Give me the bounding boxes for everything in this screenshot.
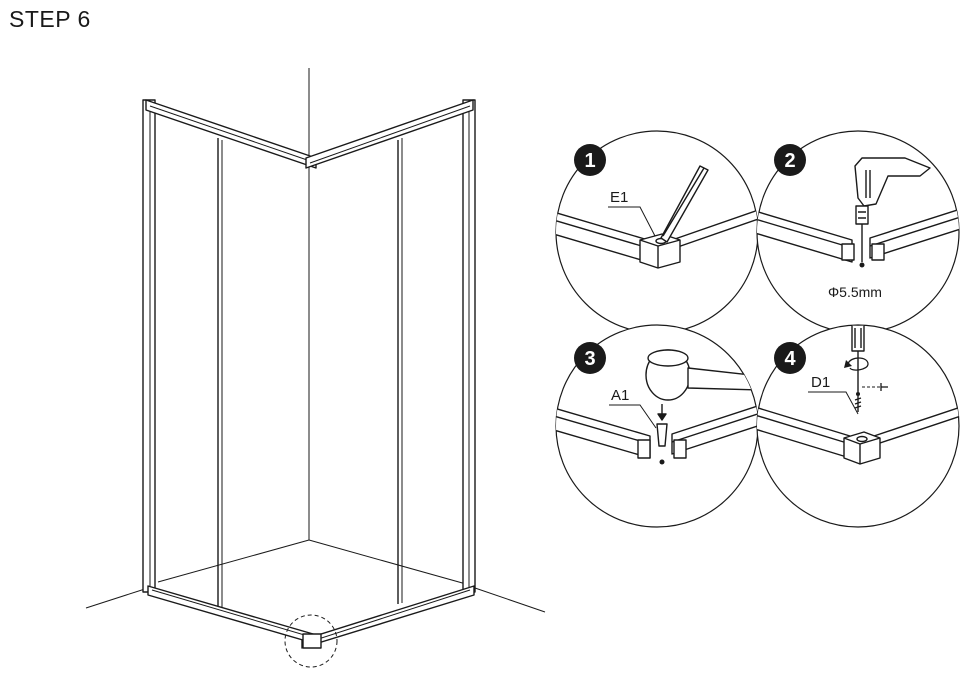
detail-2-label: Φ5.5mm: [828, 284, 882, 300]
detail-3-label: A1: [611, 387, 629, 404]
detail-4-label: D1: [811, 374, 830, 391]
detail-1: E1 1: [555, 130, 759, 334]
detail-2-number: 2: [784, 150, 795, 172]
step-title: STEP 6: [9, 6, 91, 32]
detail-3: A1 3: [555, 324, 759, 528]
shower-enclosure: [85, 68, 546, 668]
detail-4: D1 4: [756, 324, 960, 528]
detail-4-number: 4: [784, 348, 796, 370]
detail-1-number: 1: [584, 150, 595, 172]
detail-3-number: 3: [584, 348, 595, 370]
detail-1-label: E1: [610, 189, 628, 206]
detail-2: Φ5.5mm 2: [756, 130, 960, 334]
